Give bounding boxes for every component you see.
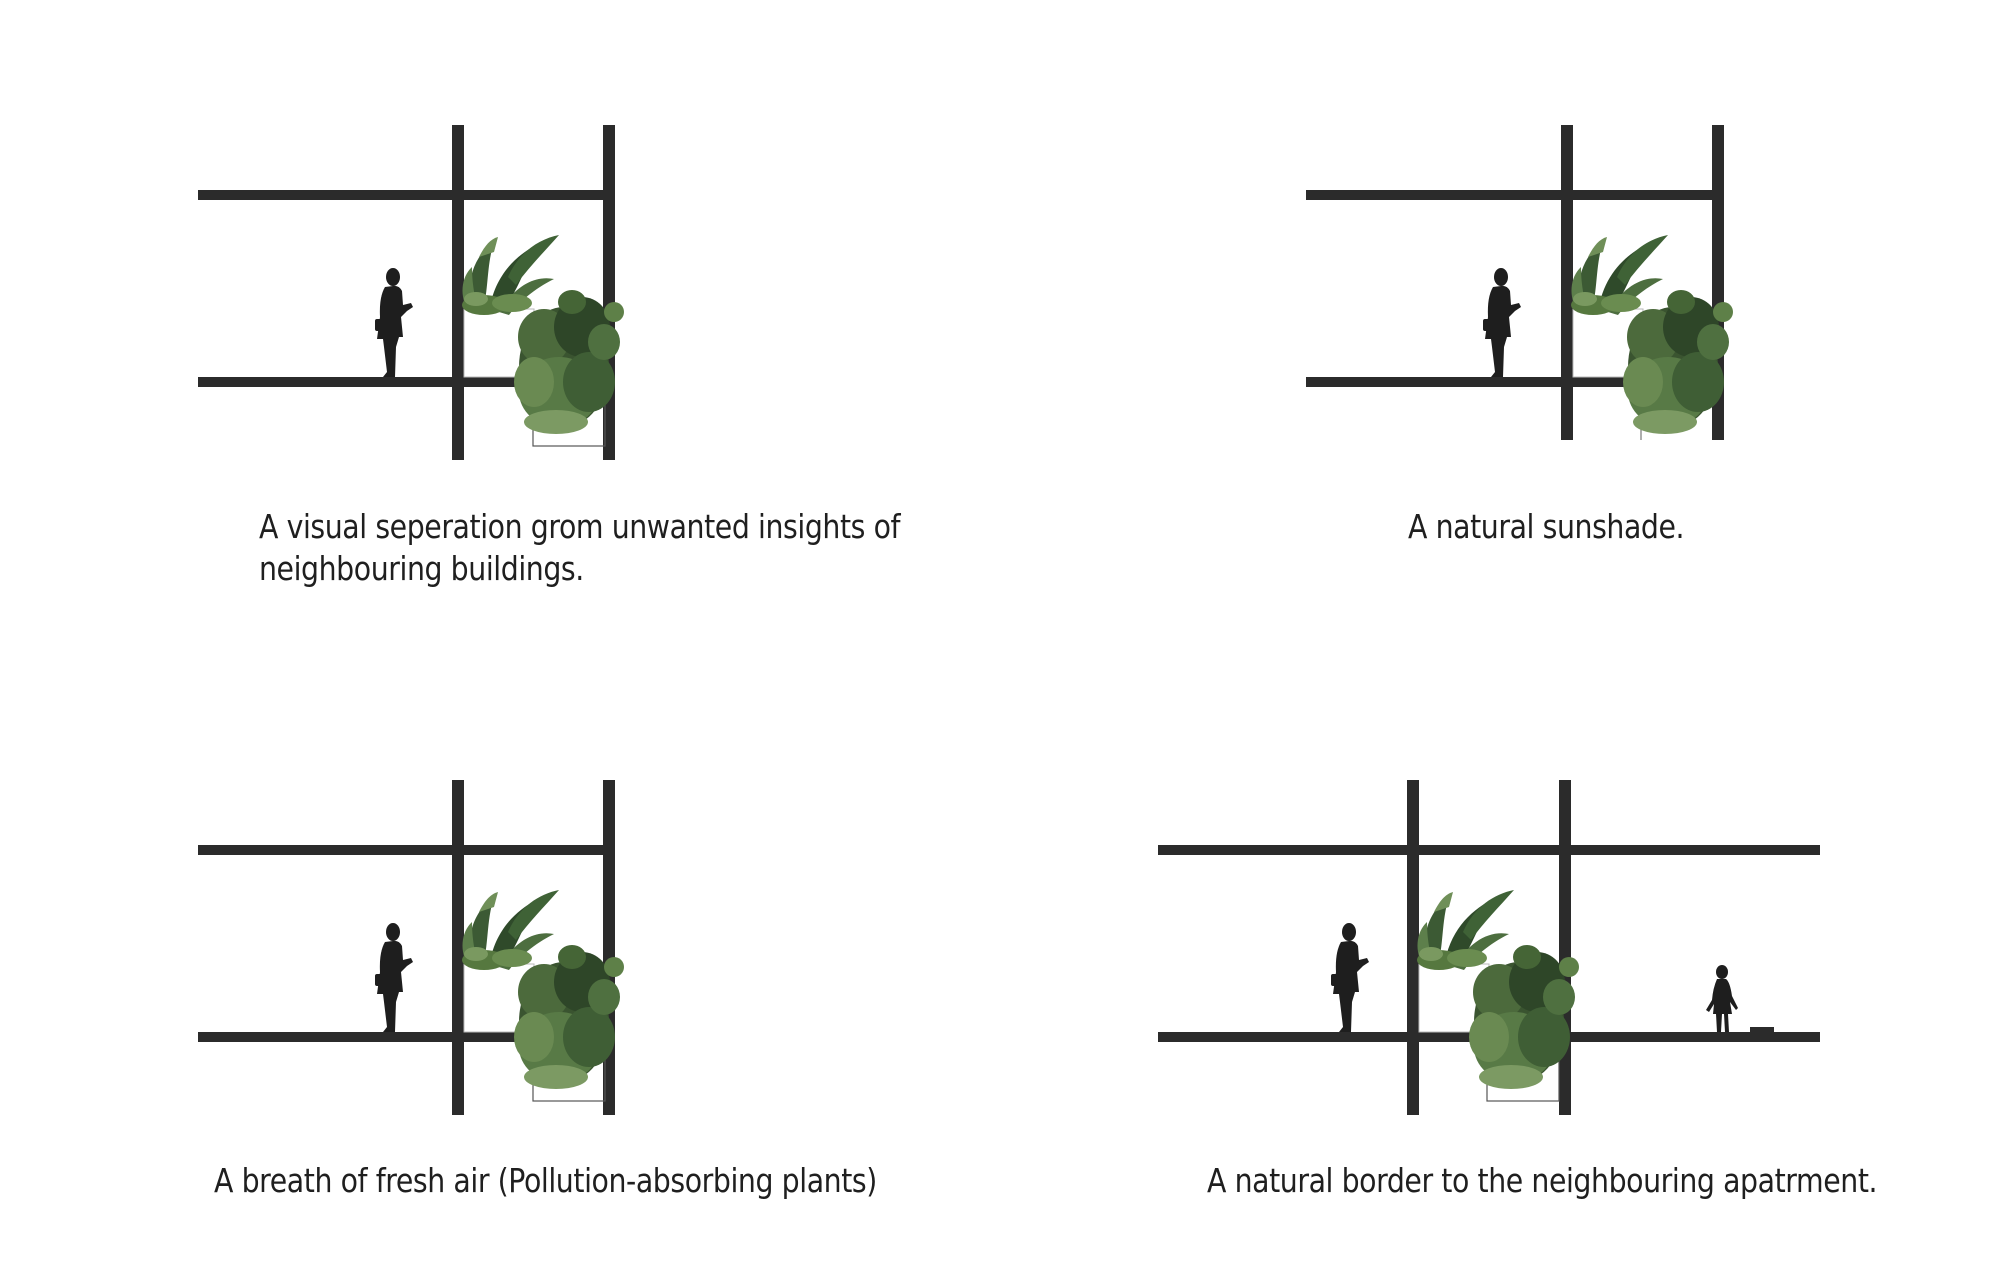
child-silhouette-icon	[1706, 965, 1738, 1032]
caption-line: A natural border to the neighbouring apa…	[1207, 1161, 1878, 1200]
diagram-fresh-air	[198, 780, 625, 1115]
caption-natural-sunshade: A natural sunshade.	[1408, 506, 1685, 548]
plant-foliage-icon	[461, 889, 625, 1090]
person-silhouette-icon	[1331, 923, 1369, 1032]
caption-line: A visual seperation grom unwanted insigh…	[259, 507, 901, 546]
plant-foliage-icon	[461, 234, 625, 435]
diagram-natural-border	[1158, 780, 1820, 1115]
person-silhouette-icon	[375, 268, 413, 377]
caption-line: neighbouring buildings.	[259, 549, 584, 588]
caption-line: A breath of fresh air (Pollution-absorbi…	[214, 1161, 877, 1200]
diagram-natural-sunshade	[1306, 125, 1734, 440]
caption-fresh-air: A breath of fresh air (Pollution-absorbi…	[214, 1160, 877, 1202]
person-silhouette-icon	[1483, 268, 1521, 377]
caption-visual-separation: A visual seperation grom unwanted insigh…	[259, 506, 901, 590]
plant-foliage-icon	[1416, 889, 1580, 1090]
caption-natural-border: A natural border to the neighbouring apa…	[1207, 1160, 1878, 1202]
plant-foliage-icon	[1570, 234, 1734, 435]
person-silhouette-icon	[375, 923, 413, 1032]
diagram-visual-separation	[198, 125, 625, 460]
caption-line: A natural sunshade.	[1408, 507, 1685, 546]
